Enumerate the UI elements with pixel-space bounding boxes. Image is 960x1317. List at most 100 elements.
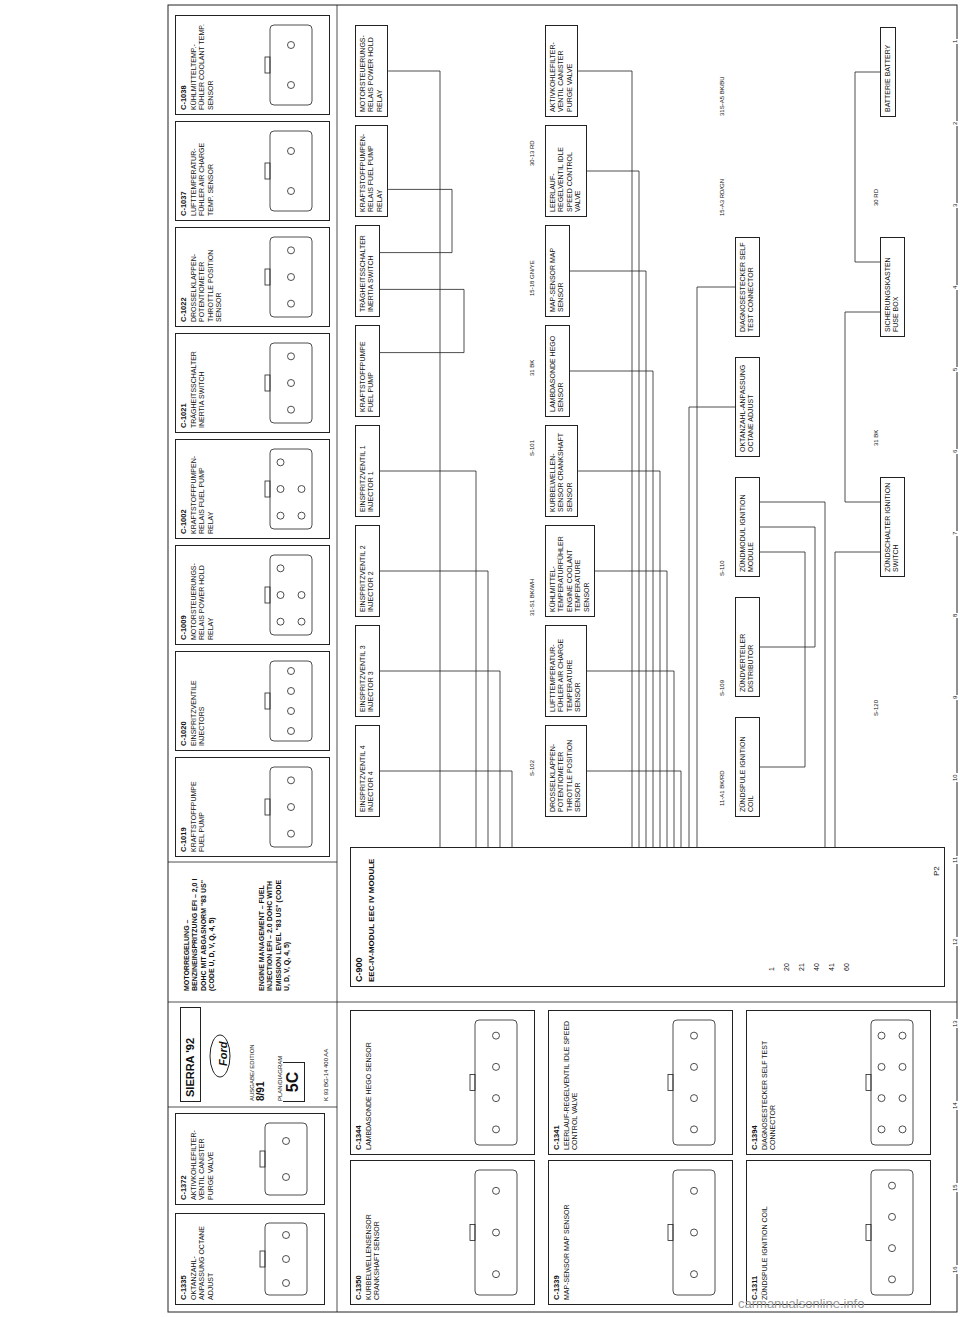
label-text: 41	[828, 962, 835, 972]
connector-pin	[889, 1276, 896, 1283]
connector-housing	[871, 1020, 913, 1145]
grid-number: 7	[943, 531, 960, 536]
connector-pin	[899, 1063, 906, 1070]
connector-pin	[298, 592, 305, 599]
connector-face	[866, 1020, 913, 1145]
connector-pin	[277, 512, 284, 519]
node-text: KÜHLMITTEL-TEMPERATURFÜHLER ENGINE COOLA…	[549, 530, 591, 612]
wire	[697, 287, 735, 847]
label-text: 14	[952, 1101, 958, 1110]
label-text: PLAN/DIAGRAM	[277, 1055, 283, 1102]
component-box: ZÜNDVERTEILER DISTRIBUTOR	[735, 597, 760, 697]
node-text: C-1339	[552, 1165, 561, 1300]
label-text: P2	[932, 865, 941, 877]
component-box: KURBELWELLEN-SENSOR CRANKSHAFT SENSOR	[545, 425, 578, 517]
grid-number: 4	[943, 285, 960, 290]
component-box: OKTANZAHL-ANPASSUNG OCTANE ADJUST	[735, 357, 760, 457]
node-text: EINSPRITZVENTIL 4 INJECTOR 4	[359, 730, 376, 812]
node-text: KRAFTSTOFFPUMPEN-RELAIS FUEL PUMP RELAY	[190, 444, 215, 534]
node-text: DROSSELKLAPPEN-POTENTIOMETER THROTTLE PO…	[190, 232, 224, 322]
grid-number: 2	[943, 121, 960, 126]
edition-date: 8/91	[250, 1081, 268, 1102]
label-text: 12	[952, 937, 958, 946]
grid-number: 8	[943, 613, 960, 618]
connector-pin	[493, 1229, 500, 1236]
watermark-text: carmanualsonline.info	[738, 1296, 864, 1311]
node-text: C-1341	[552, 1015, 561, 1150]
node-text: SIERRA '92	[184, 1012, 197, 1097]
node-text: C-1311	[750, 1165, 759, 1300]
node-text: LEERLAUF-REGELVENTIL IDLE SPEED CONTROL …	[549, 130, 583, 212]
node-text: C-1372	[179, 1118, 188, 1200]
label-text: 1	[768, 966, 775, 972]
connector-face	[265, 237, 312, 317]
pin-number: 41	[820, 962, 838, 972]
label-text: 30-13 RD	[529, 139, 535, 167]
label-text: 11	[952, 856, 958, 864]
component-box: LAMBDASONDE HEGO SENSOR	[545, 325, 570, 417]
node-text: ZÜNDSPULE IGNITION COIL	[739, 722, 756, 812]
connector-pin	[283, 1232, 290, 1239]
label-text: 4	[952, 285, 958, 290]
label-text: Ford	[217, 1041, 229, 1067]
brand-logo: Ford	[213, 1041, 231, 1067]
connector-panel: C-1344LAMBDASONDE HEGO SENSOR	[350, 1010, 535, 1155]
connector-pin	[277, 592, 284, 599]
connector-latch	[260, 1151, 265, 1167]
connector-panel: C-1019KRAFTSTOFFPUMPE FUEL PUMP	[175, 757, 330, 857]
connector-pin	[691, 1095, 698, 1102]
wire-code: 30 RD	[864, 188, 882, 207]
connector-pin	[277, 565, 284, 572]
connector-pin	[878, 1063, 885, 1070]
label-text: 60	[843, 962, 850, 972]
connector-face	[470, 1170, 517, 1295]
connector-face	[265, 25, 312, 105]
label-text: 16	[952, 1265, 958, 1274]
connector-panel: C-1037LUFTTEMPERATUR-FÜHLER AIR CHARGE T…	[175, 121, 330, 221]
connector-housing	[475, 1020, 517, 1145]
connector-housing	[270, 343, 312, 423]
component-box: ZÜNDSPULE IGNITION COIL	[735, 717, 760, 817]
component-box: EINSPRITZVENTIL 1 INJECTOR 1	[355, 425, 380, 517]
grid-number: 16	[943, 1265, 960, 1274]
connector-pin	[878, 1095, 885, 1102]
connector-housing	[270, 767, 312, 847]
node-text: EINSPRITZVENTILE INJECTORS	[190, 656, 207, 746]
connector-latch	[265, 375, 270, 391]
connector-pin	[288, 274, 295, 281]
connector-pin	[493, 1271, 500, 1278]
label-text: 20	[783, 962, 790, 972]
node-text: AKTIVKOHLEFILTER-VENTIL CANISTER PURGE V…	[190, 1118, 215, 1200]
label-text: 15	[952, 1183, 958, 1192]
node-text: C-1002	[179, 444, 188, 534]
component-box: LEERLAUF-REGELVENTIL IDLE SPEED CONTROL …	[545, 125, 587, 217]
label-text: S-120	[873, 699, 879, 717]
connector-pin	[493, 1032, 500, 1039]
label-text: 8	[952, 613, 958, 618]
node-text: C-1022	[179, 232, 188, 322]
connector-pin	[283, 1256, 290, 1263]
node-text: EINSPRITZVENTIL 1 INJECTOR 1	[359, 430, 376, 512]
connector-pin	[493, 1187, 500, 1194]
wire	[855, 72, 880, 262]
wire	[380, 471, 476, 847]
label-text: 40	[813, 962, 820, 972]
part-number: K 93 BG-14 400 AA	[314, 1048, 332, 1102]
label-text: 13	[952, 1019, 958, 1028]
connector-panel: C-1350KURBELWELLENSENSOR CRANKSHAFT SENS…	[350, 1160, 535, 1305]
connector-face	[265, 555, 312, 635]
wire-code: S-102	[520, 759, 538, 777]
wire-code: S-101	[520, 439, 538, 457]
connector-pin	[288, 804, 295, 811]
wire	[380, 189, 452, 252]
label-text: K 93 BG-14 400 AA	[323, 1048, 329, 1102]
wire	[587, 671, 674, 847]
connector-panel: C-1009MOTORSTEUERUNGS-RELAIS POWER HOLD …	[175, 545, 330, 645]
label-text: 1	[952, 39, 958, 44]
node-text: LAMBDASONDE HEGO SENSOR	[365, 1015, 373, 1150]
connector-latch	[668, 1225, 673, 1241]
ford-oval	[210, 1035, 230, 1077]
connector-face	[260, 1123, 307, 1195]
